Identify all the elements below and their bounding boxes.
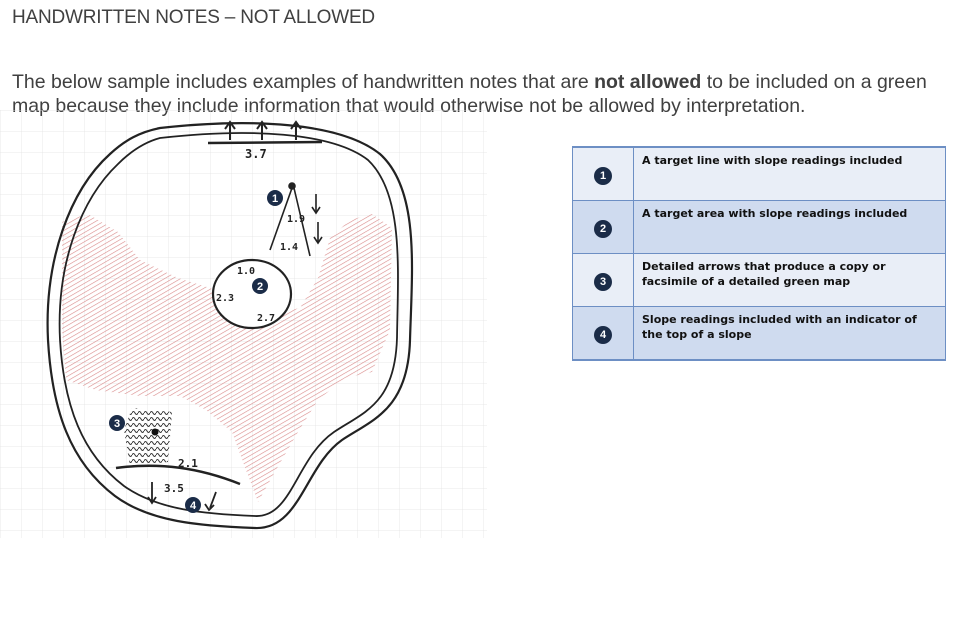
- area-top-value: 1.0: [237, 266, 255, 277]
- green-outline-outer: [46, 122, 414, 530]
- marker-badge-2: 2: [252, 278, 268, 294]
- bottom-target-line: [115, 464, 241, 486]
- marker-badge-4: 4: [185, 497, 201, 513]
- hatched-area: [62, 214, 392, 502]
- legend-row: 2 A target area with slope readings incl…: [572, 200, 946, 254]
- legend-row: 1 A target line with slope readings incl…: [572, 146, 946, 201]
- green-outline-inner: [58, 132, 399, 517]
- top-arrows: [224, 120, 302, 140]
- slope-lower-value: 1.4: [280, 242, 298, 253]
- scribble-dot: [151, 428, 159, 436]
- bottom-slope-arrows: [147, 482, 217, 512]
- target-area-circle: [211, 258, 293, 330]
- legend-row: 4 Slope readings included with an indica…: [572, 306, 946, 361]
- svg-text:3: 3: [114, 418, 120, 430]
- bottom-right-value: 2.1: [178, 457, 198, 470]
- legend-number-badge: 2: [595, 221, 611, 237]
- legend-row: 3 Detailed arrows that produce a copy or…: [572, 253, 946, 307]
- intro-text-start: The below sample includes examples of ha…: [12, 70, 595, 93]
- legend-table: 1 A target line with slope readings incl…: [572, 146, 946, 361]
- legend-description: Slope readings included with an indicato…: [633, 306, 946, 361]
- legend-number-badge: 1: [595, 168, 611, 184]
- top-slope-value: 3.7: [245, 147, 267, 161]
- legend-description: A target area with slope readings includ…: [633, 200, 946, 254]
- bottom-left-value: 3.5: [164, 482, 184, 495]
- slope-upper-value: 1.9: [287, 214, 305, 225]
- legend-number-badge: 3: [595, 274, 611, 290]
- area-bottom-value: 2.7: [257, 313, 275, 324]
- legend-number-badge: 4: [595, 327, 611, 343]
- intro-emphasis: not allowed: [594, 70, 702, 93]
- marker-badge-1: 1: [267, 190, 283, 206]
- legend-description: A target line with slope readings includ…: [633, 146, 946, 201]
- page-heading: HANDWRITTEN NOTES – NOT ALLOWED: [12, 7, 375, 28]
- target-line-sketch: [269, 182, 323, 257]
- svg-text:2: 2: [257, 281, 263, 293]
- legend-description: Detailed arrows that produce a copy or f…: [633, 253, 946, 307]
- detailed-arrows-scribble: [124, 408, 172, 466]
- svg-text:1: 1: [272, 193, 278, 205]
- green-map-sketch: 3.7 1.9 1.4 1.0 2.3 2.7 2.1 3.5 1 2 3 4: [0, 110, 487, 538]
- svg-text:4: 4: [190, 500, 197, 512]
- area-left-value: 2.3: [216, 293, 234, 304]
- marker-badge-3: 3: [109, 415, 125, 431]
- top-target-line: [207, 140, 323, 145]
